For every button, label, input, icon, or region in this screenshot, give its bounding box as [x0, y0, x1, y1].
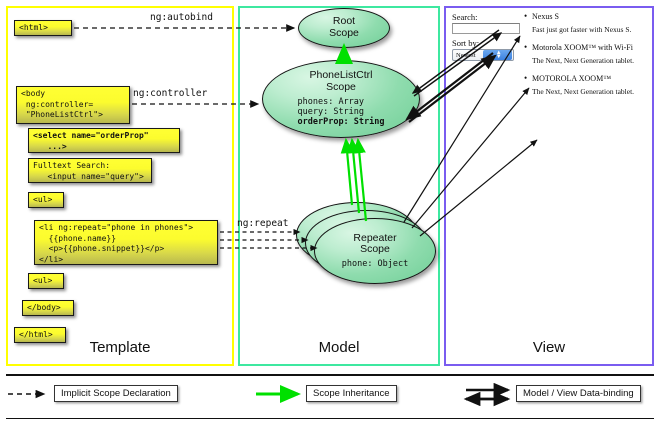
list-item[interactable]: MOTOROLA XOOM™ The Next, Next Generation…: [523, 73, 651, 96]
phone-name: MOTOROLA XOOM™: [523, 73, 651, 83]
scope-phonelistctrl-props: phones: Array query: String orderProp: S…: [298, 97, 385, 128]
scope-repeater: Repeater Scope phone: Object: [314, 218, 436, 284]
legend: Implicit Scope Declaration Scope Inherit…: [0, 372, 660, 421]
list-item[interactable]: Motorola XOOM™ with Wi-Fi The Next, Next…: [523, 42, 651, 65]
legend-item-implicit-scope-declaration: Implicit Scope Declaration: [54, 385, 178, 402]
scope-phonelistctrl-title: PhoneListCtrl Scope: [309, 69, 373, 93]
template-box-ul-close: <ul>: [28, 273, 64, 289]
phone-snippet: Fast just got faster with Nexus S.: [532, 25, 632, 34]
phone-name: Motorola XOOM™ with Wi-Fi: [523, 42, 651, 52]
template-box-fulltext-search: Fulltext Search: <input name="query">: [28, 158, 152, 183]
list-item[interactable]: Nexus S Fast just got faster with Nexus …: [523, 11, 651, 34]
sort-by-selected-value: Newest: [456, 51, 476, 59]
phone-list: Nexus S Fast just got faster with Nexus …: [523, 11, 651, 101]
chevron-updown-icon: ▲▼: [482, 50, 512, 60]
search-input[interactable]: [452, 23, 520, 34]
sort-by-select[interactable]: Newest ▲▼: [452, 49, 514, 61]
panel-view-label: View: [532, 339, 566, 356]
scope-prop-phones: phones: Array: [297, 96, 365, 107]
scope-repeater-props: phone: Object: [342, 259, 409, 269]
template-box-html-open: <html>: [14, 20, 72, 36]
template-box-body-open: <body ng:controller= "PhoneListCtrl">: [16, 86, 130, 124]
template-box-html-close: </html>: [14, 327, 66, 343]
scope-prop-orderprop: orderProp: String: [297, 117, 385, 128]
scope-root: Root Scope: [298, 8, 390, 48]
legend-item-model-view-data-binding: Model / View Data-binding: [516, 385, 641, 402]
legend-divider-bottom: [6, 418, 654, 419]
template-box-select: <select name="orderProp" ...>: [28, 128, 180, 153]
scope-prop-phone: phone: Object: [341, 259, 409, 270]
template-box-li-repeat: <li ng:repeat="phone in phones"> {{phone…: [34, 220, 218, 265]
scope-phonelistctrl: PhoneListCtrl Scope phones: Array query:…: [262, 60, 420, 138]
template-box-ul-open: <ul>: [28, 192, 64, 208]
phone-snippet: The Next, Next Generation tablet.: [532, 56, 635, 65]
scope-prop-query: query: String: [297, 107, 365, 118]
edge-label-repeat: ng:repeat: [237, 218, 289, 229]
scope-root-title: Root Scope: [329, 15, 359, 39]
legend-item-scope-inheritance: Scope Inheritance: [306, 385, 397, 402]
panel-model-label: Model: [318, 339, 360, 356]
template-box-body-close: </body>: [22, 300, 74, 316]
phone-name: Nexus S: [523, 11, 651, 21]
edge-label-autobind: ng:autobind: [150, 12, 213, 23]
panel-template-label: Template: [89, 339, 151, 356]
legend-divider-top: [6, 374, 654, 376]
edge-label-controller: ng:controller: [133, 88, 208, 99]
scope-repeater-title: Repeater Scope: [353, 231, 397, 256]
phone-snippet: The Next, Next Generation tablet.: [532, 87, 635, 96]
search-label: Search:: [452, 12, 478, 22]
